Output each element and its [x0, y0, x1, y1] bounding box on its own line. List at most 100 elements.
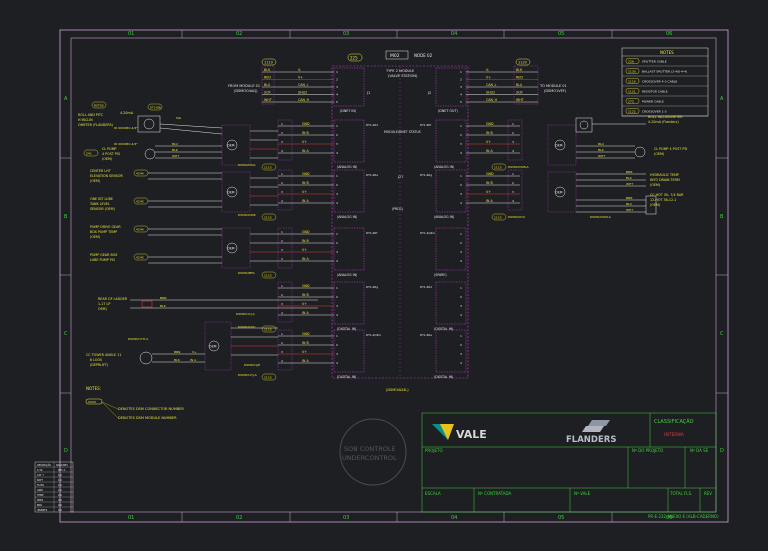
io-signal: V+: [302, 190, 307, 194]
io-pin-number: 2: [512, 131, 514, 135]
io-block-pin: 1: [336, 124, 338, 128]
wire-label: BLK: [174, 358, 181, 362]
io-pin-number: 3: [281, 140, 283, 144]
rev-row-date: 1.0: [58, 489, 62, 492]
dnet-right-pin-number: 4: [460, 93, 462, 97]
io-block-pin: 4: [336, 361, 338, 365]
wire-label: BRN: [626, 196, 632, 200]
io-plug-right: [507, 119, 523, 161]
io-block-label: (DIGITAL IN): [337, 375, 356, 379]
dnet-out-label: (DNET OUT): [438, 109, 458, 113]
flanders-logo: FLANDERS: [566, 420, 616, 445]
io-block-pin: 1: [336, 334, 338, 338]
top-right-ref: 1120: [518, 61, 527, 65]
io-cable-ref: DSMO21JH: [244, 363, 260, 367]
note-code: 1122: [628, 109, 636, 113]
io-block-pin: 1: [336, 232, 338, 236]
io-plug-left: [277, 281, 293, 323]
oem-junction-box: [221, 124, 251, 166]
rev-row-desc: BATT: [37, 479, 44, 482]
note-text: POWER CABLE: [642, 99, 664, 103]
dnet-left-pin-number: 2: [336, 78, 338, 82]
io-signal: IN B: [486, 181, 493, 185]
io-block-pin: 4: [336, 313, 338, 317]
device-label: (DEPRLIFT): [90, 363, 108, 367]
io-signal: V+: [302, 302, 307, 306]
io-block-pin: 3: [336, 250, 338, 254]
io-block-left: [333, 329, 365, 373]
oem-junction-box: [547, 171, 577, 213]
device-label: REAR OF LADDER: [98, 297, 128, 301]
grid-col-top-6: 06: [666, 31, 672, 37]
io-plug-left: [277, 169, 293, 211]
rev-row-desc: PRES: [37, 499, 44, 502]
dnet-left-pin-number: 1: [336, 70, 338, 74]
io-block-pin: 3: [336, 192, 338, 196]
io-block-pin: 1: [460, 334, 462, 338]
io-cable-number: 1115: [494, 166, 502, 170]
note-text: CROSSOVER 4-3 CABLE: [642, 79, 677, 83]
io-block-pin: 2: [336, 343, 338, 347]
oem-label: OEM: [227, 247, 235, 251]
io-block-pin: 2: [336, 295, 338, 299]
io-block-pin: 2: [336, 133, 338, 137]
grid-col-top-5: 05: [558, 31, 564, 37]
io-block-label: (ANALOG IN): [434, 165, 454, 169]
io-pin-number: 3: [281, 248, 283, 252]
oem-splitter: [226, 139, 238, 151]
io-block-pin: 4: [460, 259, 462, 263]
dnet-right-signal: CAN_L: [486, 83, 497, 87]
rev-row-desc: TEMP: [37, 494, 44, 497]
device-label: (OEM): [90, 235, 100, 239]
oem-junction-box: [221, 171, 251, 213]
legend-line-2: DENOTES DSM MODULE NUMBER: [118, 416, 177, 420]
dnet-right-pin-number: 1: [460, 70, 462, 74]
device-label: OEM): [98, 307, 107, 311]
io-pin-number: 2: [281, 131, 283, 135]
note-text: SPLITTER CABLE: [642, 59, 667, 63]
grid-col-top-1: 01: [128, 31, 134, 37]
note-code: 236: [628, 59, 634, 63]
io-signal: IN A: [302, 359, 309, 363]
io-cable-ref: DSMO2CDN-A: [590, 215, 612, 219]
dnet-left-pin-color: WHT: [264, 98, 273, 102]
io-block-pin: 3: [336, 304, 338, 308]
device-label: (OEM): [650, 203, 660, 207]
io-cable-badge: [491, 163, 507, 171]
wire-label: BRN: [626, 170, 632, 174]
grid-row-left-a: A: [64, 96, 68, 102]
ladder-switch-symbol: [141, 300, 153, 308]
right-inclinometer-symbol: [575, 117, 593, 133]
io-block-ref: DT1-60e: [420, 333, 432, 337]
wire-label: BRN: [174, 350, 180, 354]
escala-label: ESCALA: [425, 491, 441, 496]
device-ref: 4244: [136, 228, 144, 232]
io-cable-ref: DSMO2CDC: [238, 325, 256, 329]
io-cable-badge: [261, 213, 277, 221]
io-block-pin: 1: [336, 174, 338, 178]
dnet-left-signal: SHLD: [298, 91, 307, 95]
note-code-badge: [625, 78, 640, 84]
io-pin-number: 1: [281, 332, 283, 336]
io-block-pin: 2: [460, 133, 462, 137]
grid-col-top-4: 04: [451, 31, 457, 37]
wire-label: V+: [192, 350, 197, 354]
io-pin-number: 1: [281, 230, 283, 234]
io-pin-number: 2: [281, 293, 283, 297]
io-block-label: (DIGITAL IN): [434, 375, 453, 379]
io-signal: GND: [302, 284, 310, 288]
rev-row-desc: BKR: [37, 504, 42, 507]
dnet-right-pin-number: 5: [460, 100, 462, 104]
io-block-label: (ANALOG IN): [434, 215, 454, 219]
wire-label: WHT: [626, 208, 633, 212]
io-block-right: [435, 227, 467, 271]
rev-row-date: 2.0: [58, 499, 62, 502]
io-signal: IN A: [486, 149, 493, 153]
dnet-right-pin-color: WHT: [516, 98, 525, 102]
wire-label: WHT: [172, 154, 179, 158]
device-label: 4-20mA (Flanders): [648, 120, 679, 124]
io-signal: IN A: [302, 149, 309, 153]
io-signal: GND: [302, 172, 310, 176]
